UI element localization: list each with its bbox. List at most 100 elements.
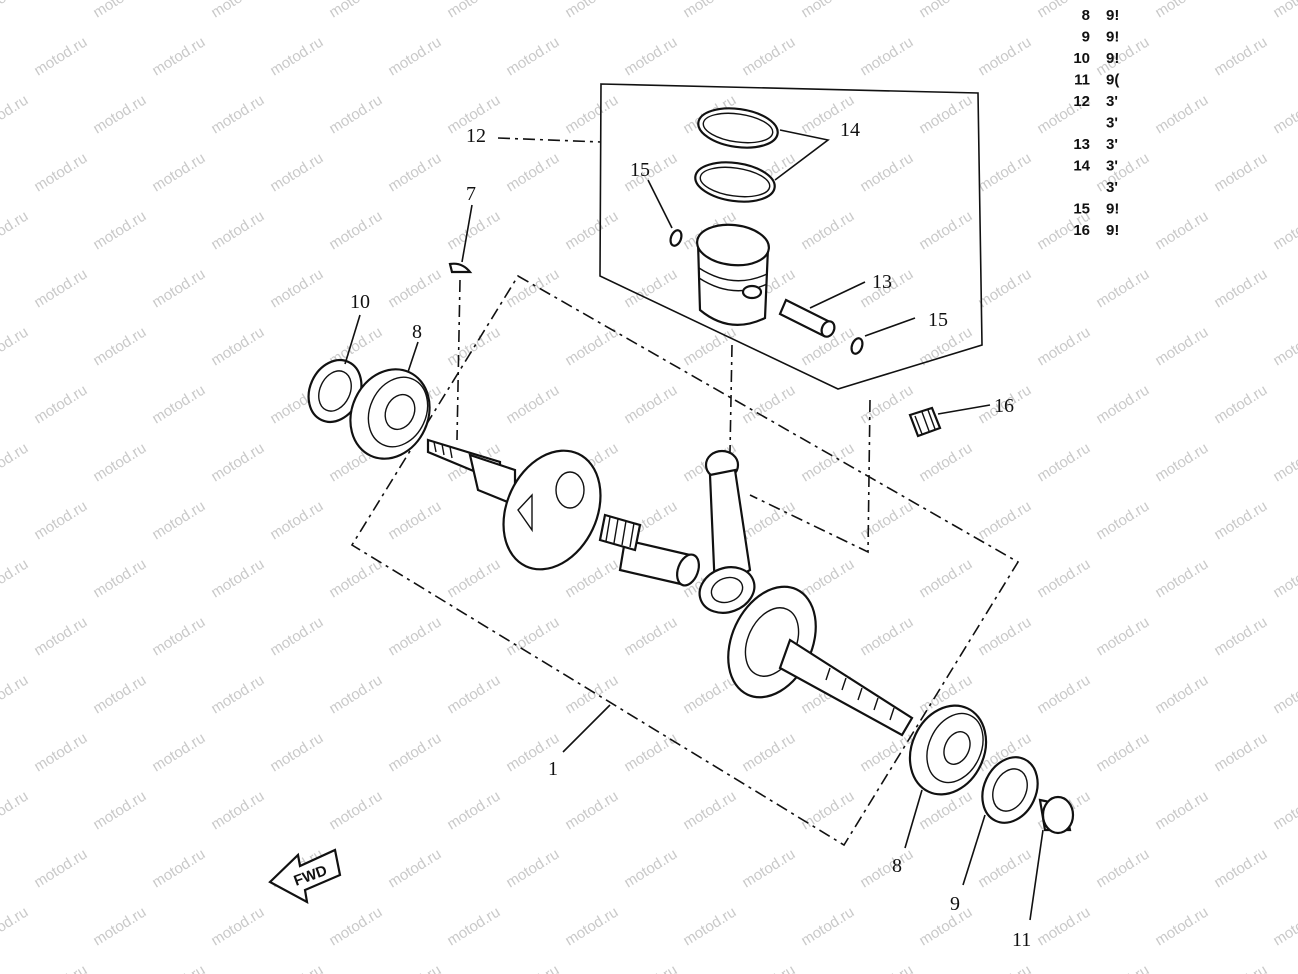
- callout-12: 12: [466, 125, 486, 147]
- watermark-text: motod.ru: [975, 34, 1034, 80]
- watermark-text: motod.ru: [503, 962, 562, 974]
- watermark-text: motod.ru: [562, 556, 621, 602]
- watermark-text: motod.ru: [857, 614, 916, 660]
- watermark-text: motod.ru: [975, 150, 1034, 196]
- watermark-text: motod.ru: [621, 382, 680, 428]
- watermark-text: motod.ru: [90, 0, 149, 21]
- watermark-text: motod.ru: [0, 324, 31, 370]
- watermark-text: motod.ru: [1270, 672, 1298, 718]
- leader-1: [562, 704, 611, 753]
- legend-code: 3': [1106, 158, 1118, 175]
- leader-10: [344, 314, 361, 365]
- fwd-arrow-icon: FWD: [268, 848, 342, 905]
- watermark-text: motod.ru: [90, 208, 149, 254]
- leader-9: [962, 814, 986, 886]
- watermark-text: motod.ru: [739, 962, 798, 974]
- watermark-text: motod.ru: [90, 556, 149, 602]
- watermark-text: motod.ru: [385, 846, 444, 892]
- legend-number: 16: [1073, 222, 1090, 239]
- watermark-text: motod.ru: [326, 208, 385, 254]
- watermark-text: motod.ru: [444, 208, 503, 254]
- watermark-text: motod.ru: [267, 962, 326, 974]
- watermark-text: motod.ru: [1211, 614, 1270, 660]
- watermark-text: motod.ru: [739, 498, 798, 544]
- watermark-text: motod.ru: [385, 498, 444, 544]
- watermark-text: motod.ru: [0, 556, 31, 602]
- watermark-text: motod.ru: [1270, 556, 1298, 602]
- watermark-text: motod.ru: [90, 904, 149, 950]
- leader-11: [1029, 829, 1044, 921]
- watermark-text: motod.ru: [444, 0, 503, 21]
- watermark-text: motod.ru: [503, 846, 562, 892]
- callout-13: 13: [872, 271, 892, 293]
- watermark-text: motod.ru: [267, 34, 326, 80]
- piston-ring-top: [697, 107, 779, 149]
- watermark-text: motod.ru: [149, 150, 208, 196]
- watermark-text: motod.ru: [444, 672, 503, 718]
- watermark-text: motod.ru: [1270, 324, 1298, 370]
- watermark-text: motod.ru: [1211, 730, 1270, 776]
- watermark-text: motod.ru: [90, 788, 149, 834]
- watermark-text: motod.ru: [857, 846, 916, 892]
- watermark-text: motod.ru: [326, 904, 385, 950]
- watermark-text: motod.ru: [975, 266, 1034, 312]
- watermark-text: motod.ru: [1211, 150, 1270, 196]
- watermark-text: motod.ru: [503, 266, 562, 312]
- watermark-text: motod.ru: [0, 788, 31, 834]
- watermark-text: motod.ru: [385, 34, 444, 80]
- crankshaft-assembly-frame: [350, 274, 1020, 847]
- watermark-text: motod.ru: [857, 150, 916, 196]
- watermark-text: motod.ru: [1034, 904, 1093, 950]
- watermark-text: motod.ru: [31, 150, 90, 196]
- watermark-text: motod.ru: [1152, 904, 1211, 950]
- watermark-text: motod.ru: [326, 556, 385, 602]
- legend-code: 3': [1106, 93, 1118, 110]
- watermark-text: motod.ru: [1211, 962, 1270, 974]
- watermark-text: motod.ru: [621, 266, 680, 312]
- watermark-text: motod.ru: [1270, 0, 1298, 21]
- watermark-text: motod.ru: [798, 440, 857, 486]
- leader-15a: [647, 179, 673, 229]
- watermark-text: motod.ru: [680, 788, 739, 834]
- callout-9: 9: [950, 893, 960, 915]
- watermark-text: motod.ru: [0, 92, 31, 138]
- watermark-text: motod.ru: [1152, 788, 1211, 834]
- watermark-text: motod.ru: [680, 904, 739, 950]
- leader-12: [497, 137, 602, 143]
- watermark-text: motod.ru: [385, 730, 444, 776]
- watermark-text: motod.ru: [857, 962, 916, 974]
- watermark-text: motod.ru: [1093, 614, 1152, 660]
- watermark-text: motod.ru: [562, 0, 621, 21]
- watermark-text: motod.ru: [1211, 498, 1270, 544]
- legend-number: 11: [1074, 72, 1090, 89]
- watermark-text: motod.ru: [1093, 266, 1152, 312]
- connecting-rod: [698, 449, 756, 614]
- watermark-text: motod.ru: [1211, 266, 1270, 312]
- watermark-text: motod.ru: [975, 614, 1034, 660]
- watermark-text: motod.ru: [857, 730, 916, 776]
- watermark-text: motod.ru: [798, 556, 857, 602]
- callout-16: 16: [994, 395, 1014, 417]
- leader-8b: [904, 789, 923, 849]
- watermark-text: motod.ru: [621, 846, 680, 892]
- watermark-text: motod.ru: [621, 614, 680, 660]
- watermark-text: motod.ru: [562, 208, 621, 254]
- watermark-text: motod.ru: [503, 614, 562, 660]
- callout-15-right: 15: [928, 309, 948, 331]
- watermark-text: motod.ru: [1152, 208, 1211, 254]
- watermark-text: motod.ru: [739, 34, 798, 80]
- watermark-text: motod.ru: [208, 440, 267, 486]
- callout-8-right: 8: [892, 855, 902, 877]
- watermark-text: motod.ru: [385, 150, 444, 196]
- watermark-text: motod.ru: [798, 208, 857, 254]
- legend-number: 13: [1073, 136, 1090, 153]
- watermark-text: motod.ru: [0, 904, 31, 950]
- watermark-text: motod.ru: [267, 614, 326, 660]
- piston: [696, 223, 770, 326]
- piston-ring-top-inner: [702, 112, 774, 144]
- watermark-text: motod.ru: [1152, 440, 1211, 486]
- collar: [1038, 795, 1075, 835]
- watermark-text: motod.ru: [208, 904, 267, 950]
